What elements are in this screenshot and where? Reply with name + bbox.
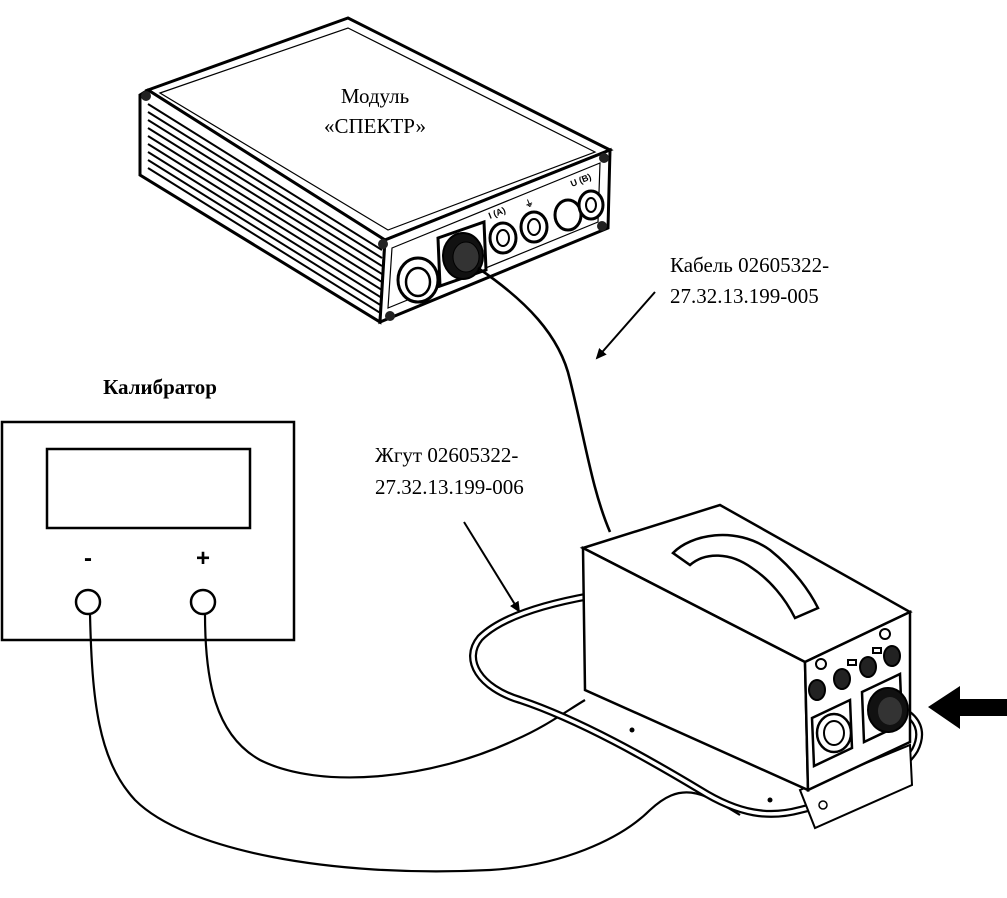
- adapter-connector-input: [860, 672, 909, 744]
- cable-label-line1: Кабель 02605322-: [670, 253, 829, 277]
- calibrator: Калибратор - +: [0, 375, 296, 642]
- calibrator-minus-terminal: [74, 588, 102, 616]
- label-port-ground: ⏚: [523, 197, 535, 210]
- cable-label-arrow: [595, 291, 656, 360]
- module-port-voltage: [577, 189, 605, 221]
- spectr-module: I (A) ⏚ U (B) Модуль «СПЕКТР»: [138, 16, 614, 325]
- module-connector-left: [396, 256, 440, 304]
- module-port-ground: [519, 210, 549, 244]
- calibrator-plus-label: +: [196, 545, 210, 572]
- adapter-small-ports: [808, 628, 901, 701]
- adapter-unit: [579, 503, 914, 830]
- input-pointer-arrow-icon: [928, 686, 1007, 729]
- wire-plus: [203, 613, 586, 779]
- cable-label-line2: 27.32.13.199-005: [670, 284, 819, 308]
- calibrator-display: [45, 447, 252, 530]
- adapter-connector-left: [810, 698, 854, 768]
- harness-label-arrow: [463, 521, 521, 613]
- cable-005: [477, 266, 612, 533]
- harness-label-line2: 27.32.13.199-006: [375, 475, 524, 499]
- module-main-socket: [436, 219, 488, 289]
- module-indicator: [553, 198, 583, 232]
- adapter-handle: [671, 533, 820, 620]
- module-port-current: [488, 221, 518, 255]
- module-title-line1: Модуль: [341, 84, 409, 108]
- wire-minus: [88, 613, 741, 873]
- calibrator-plus-terminal: [189, 588, 217, 616]
- calibrator-title: Калибратор: [103, 375, 217, 399]
- calibrator-minus-label: -: [84, 545, 92, 572]
- heatsink-ribs: [147, 103, 383, 315]
- module-title-line2: «СПЕКТР»: [324, 114, 426, 138]
- harness-label-line1: Жгут 02605322-: [375, 443, 518, 467]
